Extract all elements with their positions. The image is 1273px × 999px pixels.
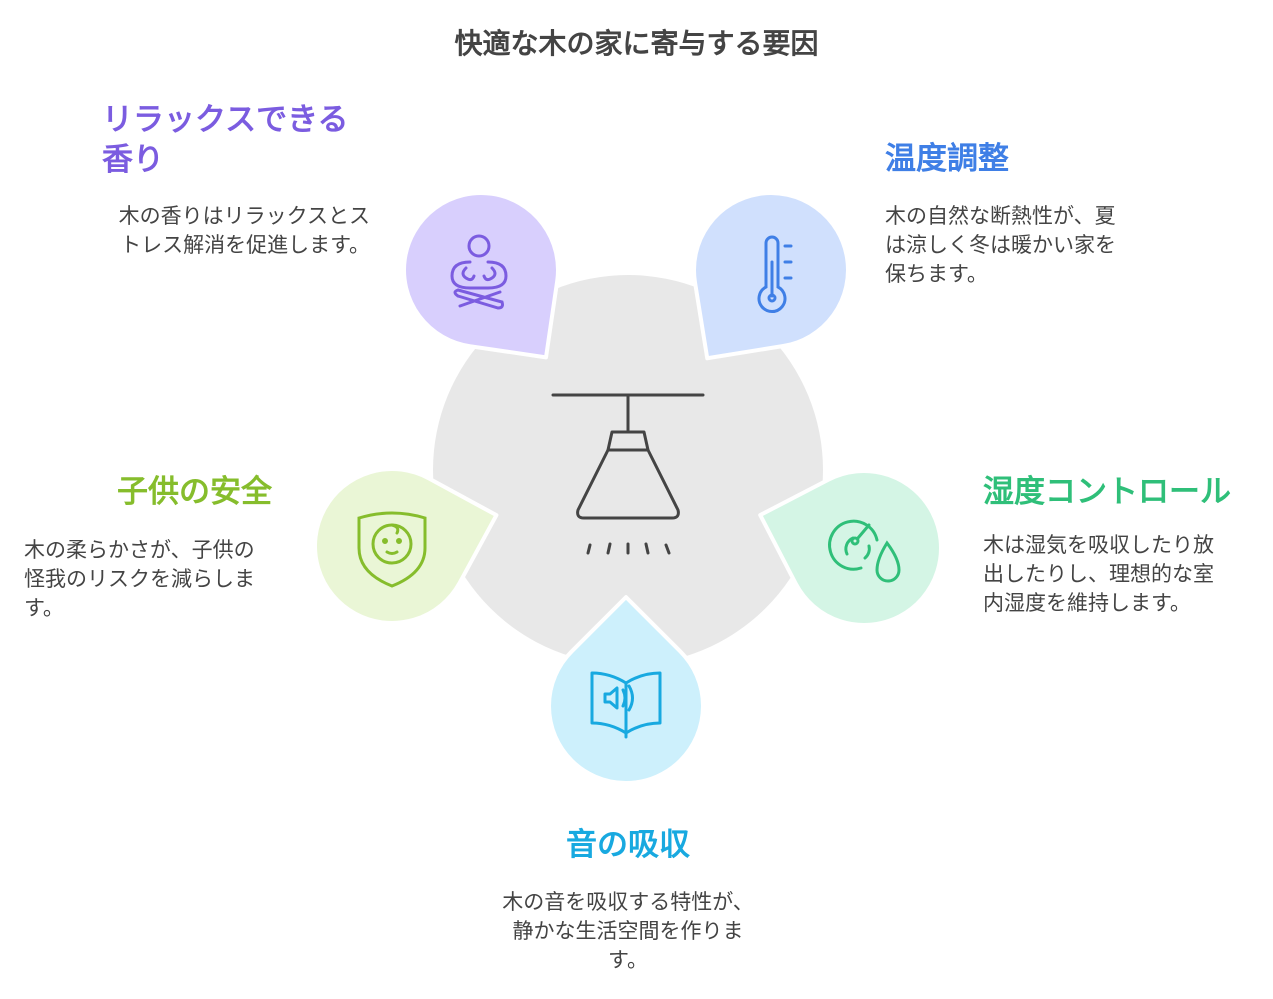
ceiling-lamp-icon (551, 393, 705, 555)
factor-title-humidity: 湿度コントロール (983, 474, 1231, 510)
thermometer-icon (757, 235, 793, 314)
factor-desc-humidity: 木は湿気を吸収したり放出したりし、理想的な室内湿度を維持します。 (983, 533, 1214, 615)
factor-title-sound: 音の吸収 (566, 827, 690, 863)
factor-desc-child-safety: 木の柔らかさが、子供の怪我のリスクを減らします。 (24, 538, 255, 620)
factor-drop-3 (758, 469, 943, 627)
child-shield-icon (357, 511, 427, 588)
factor-title-temperature: 温度調整 (885, 141, 1009, 177)
factor-desc-temperature: 木の自然な断熱性が、夏は涼しく冬は暖かい家を保ちます。 (885, 204, 1116, 286)
factor-title-child-safety: 子供の安全 (117, 474, 272, 510)
factor-drop-2 (313, 467, 499, 625)
meditation-icon (450, 234, 508, 310)
factor-desc-sound: 木の音を吸収する特性が、静かな生活空間を作ります。 (502, 890, 754, 972)
factor-title-aroma: リラックスできる香り (102, 102, 349, 178)
center-circle (433, 275, 823, 665)
factor-desc-aroma: 木の香りはリラックスとストレス解消を促進します。 (118, 204, 370, 257)
diagram-title: 快適な木の家に寄与する要因 (454, 27, 819, 60)
humidity-gauge-icon (828, 519, 901, 583)
sound-book-icon (590, 671, 662, 739)
factor-drop-0 (402, 191, 560, 360)
